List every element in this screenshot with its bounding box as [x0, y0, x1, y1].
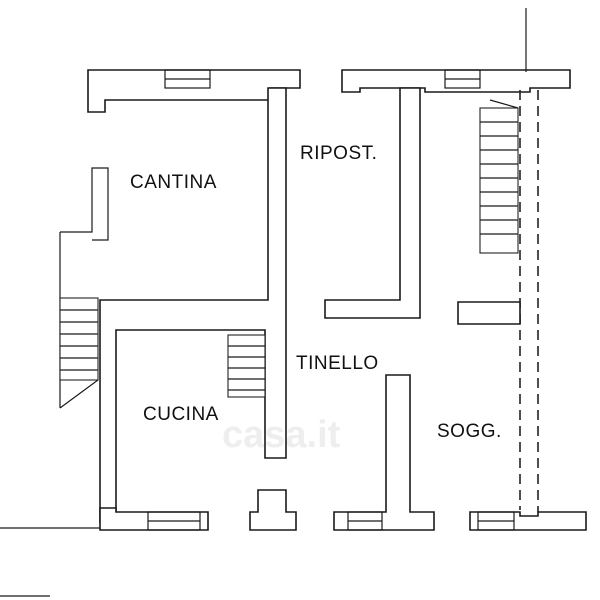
room-label-soggiorno: SOGG.	[437, 421, 502, 442]
wall-kitchen-bottom	[99, 507, 209, 531]
room-label-cucina: CUCINA	[143, 404, 219, 425]
room-label-cantina: CANTINA	[130, 172, 217, 193]
wall-right-dashed	[519, 8, 539, 512]
wall-tinello-right	[333, 374, 435, 531]
watermark: casa.it	[222, 414, 341, 456]
wall-cantina-right	[99, 87, 287, 523]
wall-ripost-l	[324, 87, 421, 319]
pillar-bottom	[249, 489, 297, 531]
wall-sogg-bottom	[469, 511, 587, 531]
wall-ripost-top	[341, 69, 571, 93]
room-label-tinello: TINELLO	[296, 353, 379, 374]
room-label-ripostiglio: RIPOST.	[300, 143, 378, 164]
wall-sogg-stub	[457, 301, 521, 325]
stairs-left	[59, 297, 99, 381]
stairs-right	[479, 99, 519, 254]
stairs-kitchen	[227, 334, 266, 398]
window-bottom-mid	[347, 511, 383, 531]
